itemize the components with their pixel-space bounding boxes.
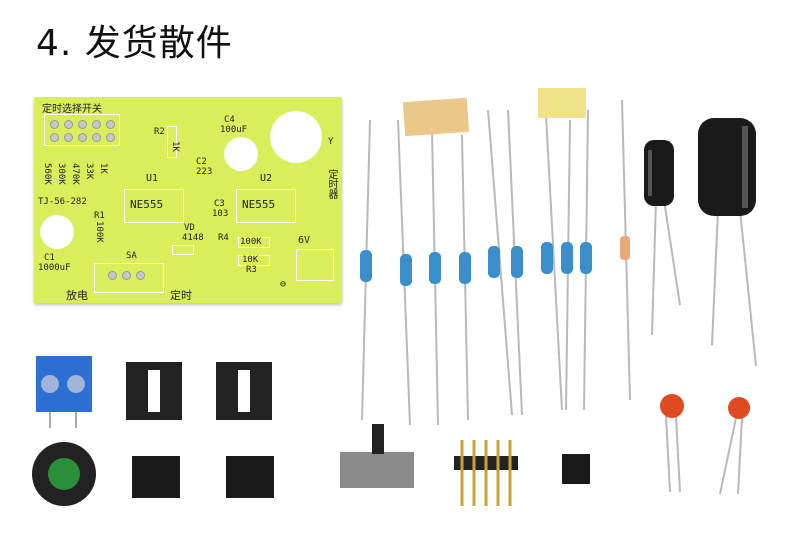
c2-label: C2 <box>196 157 207 167</box>
res-value-1: 300K <box>56 163 66 185</box>
pcb-board: 定时选择开关 560K 300K 470K 33K 1K TJ-56-282 R… <box>34 97 342 303</box>
ic-socket-1 <box>126 362 182 420</box>
r2-label: R2 <box>154 127 165 137</box>
c1-value: 1000uF <box>38 263 71 273</box>
ic-chip-1 <box>132 456 180 498</box>
terminal-block <box>36 356 92 428</box>
u1-chip: NE555 <box>130 198 164 211</box>
discharge-label: 放电 <box>66 289 88 302</box>
res-value-3: 33K <box>84 163 94 180</box>
u1-outline <box>124 189 184 223</box>
pin-header <box>454 440 518 506</box>
c3-value: 103 <box>212 209 229 219</box>
page-title: 4. 发货散件 <box>36 23 233 64</box>
c2-value: 223 <box>196 167 213 177</box>
ic-socket-2 <box>216 362 272 420</box>
r3-value: 10K <box>242 255 259 265</box>
u2-chip: NE555 <box>242 198 276 211</box>
six-v-label: 6V <box>298 235 311 246</box>
vd-outline <box>172 245 194 255</box>
u2-outline <box>236 189 296 223</box>
timing-label: 定时 <box>170 289 192 302</box>
res-value-0: 560K <box>42 163 52 185</box>
pcb-header-label: 定时选择开关 <box>42 104 102 115</box>
c4-outline <box>224 137 258 171</box>
minus-mark: ⊖ <box>280 279 287 290</box>
r1-value: 100K <box>94 221 104 243</box>
power-outline <box>296 249 334 281</box>
r3-outline <box>238 255 270 266</box>
res-value-2: 470K <box>70 163 80 185</box>
r1-label: R1 <box>94 211 105 221</box>
sa-outline <box>94 263 164 293</box>
right-text: 定时器 <box>326 169 337 199</box>
c4-label: C4 <box>224 115 235 125</box>
r4-value: 100K <box>240 237 262 247</box>
speaker-outline <box>270 111 322 163</box>
r2-value: 1K <box>170 141 180 152</box>
r2-outline <box>167 126 177 158</box>
sa-label: SA <box>126 251 137 261</box>
u1-label: U1 <box>146 173 159 184</box>
vd-label: VD <box>184 223 195 233</box>
ic-chip-2 <box>226 456 274 498</box>
jumper-cap <box>562 454 590 484</box>
small-electrolytic-capacitor <box>644 140 681 336</box>
u2-label: U2 <box>260 173 273 184</box>
r3-label: R3 <box>246 265 257 275</box>
c1-label: C1 <box>44 253 55 263</box>
c3-label: C3 <box>214 199 225 209</box>
large-electrolytic-capacitor <box>698 118 757 367</box>
resistor-bodies <box>360 236 630 286</box>
r4-label: R4 <box>218 233 229 243</box>
vd-value: 4148 <box>182 233 204 243</box>
timing-switch-outline <box>44 114 120 146</box>
ceramic-capacitor-1 <box>660 394 684 493</box>
c1-outline <box>40 215 74 249</box>
c4-value: 100uF <box>220 125 248 135</box>
r4-outline <box>238 237 270 248</box>
res-value-4: 1K <box>98 163 108 174</box>
board-id: TJ-56-282 <box>38 197 87 207</box>
ceramic-capacitor-2 <box>719 397 750 495</box>
slide-switch <box>340 424 414 488</box>
speaker-label: Y <box>328 137 334 147</box>
buzzer <box>32 442 96 506</box>
